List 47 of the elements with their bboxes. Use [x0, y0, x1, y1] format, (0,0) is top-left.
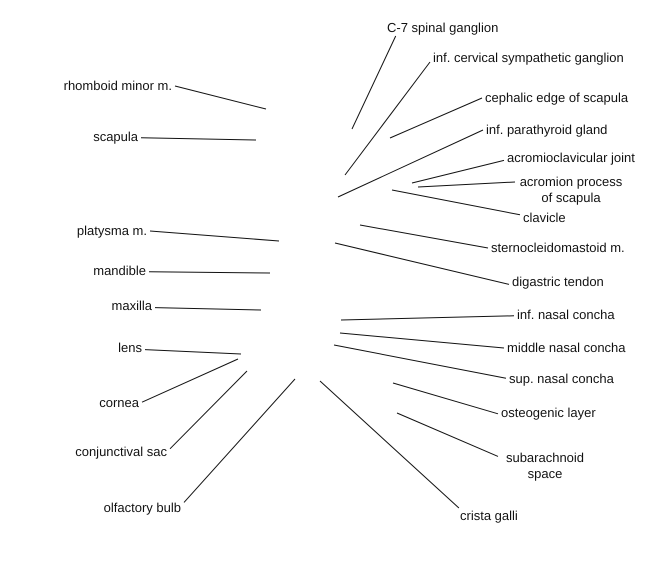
part-label: sup. nasal concha — [506, 371, 617, 387]
part-label: cornea — [96, 395, 142, 411]
leader-line — [150, 230, 280, 242]
leader-line — [334, 344, 506, 379]
part-label: middle nasal concha — [504, 340, 629, 356]
part-label: conjunctival sac — [72, 444, 170, 460]
part-label: acromioclavicular joint — [504, 150, 638, 166]
leader-line — [340, 332, 504, 348]
leader-line — [142, 358, 238, 403]
leader-line — [338, 130, 484, 198]
leader-line — [334, 242, 510, 285]
leader-line — [412, 160, 504, 184]
part-label: clavicle — [520, 210, 569, 226]
part-label: olfactory bulb — [100, 500, 184, 516]
part-label: lens — [115, 340, 145, 356]
leader-line — [392, 190, 520, 216]
part-label: inf. cervical sympathetic ganglion — [430, 50, 627, 66]
part-label: scapula — [90, 129, 141, 145]
part-label: rhomboid minor m. — [60, 78, 175, 94]
part-label: sternocleidomastoid m. — [488, 240, 628, 256]
leader-line — [390, 98, 482, 138]
part-label: inf. nasal concha — [514, 307, 618, 323]
part-label: cephalic edge of scapula — [482, 90, 632, 106]
part-label: maxilla — [108, 298, 155, 314]
part-label: subarachnoid space — [498, 450, 592, 482]
leader-line — [418, 182, 516, 188]
part-label: osteogenic layer — [498, 405, 599, 421]
leader-line — [360, 224, 488, 248]
leader-line — [140, 137, 256, 140]
leader-line — [174, 86, 266, 110]
part-label: digastric tendon — [509, 274, 607, 290]
leader-line — [184, 378, 296, 503]
part-label: mandible — [90, 263, 149, 279]
part-label: C-7 spinal ganglion — [384, 20, 502, 36]
leader-line — [352, 36, 396, 130]
leader-line — [340, 315, 514, 320]
leader-line — [320, 380, 460, 508]
part-label: platysma m. — [74, 223, 150, 239]
leader-line — [154, 307, 262, 310]
leader-line — [144, 349, 242, 354]
part-label: crista galli — [457, 508, 521, 524]
leader-line — [170, 370, 248, 450]
leader-line — [148, 271, 270, 274]
leader-line — [344, 62, 430, 176]
leader-line — [396, 412, 498, 457]
part-label: inf. parathyroid gland — [483, 122, 610, 138]
leader-line — [392, 382, 498, 414]
